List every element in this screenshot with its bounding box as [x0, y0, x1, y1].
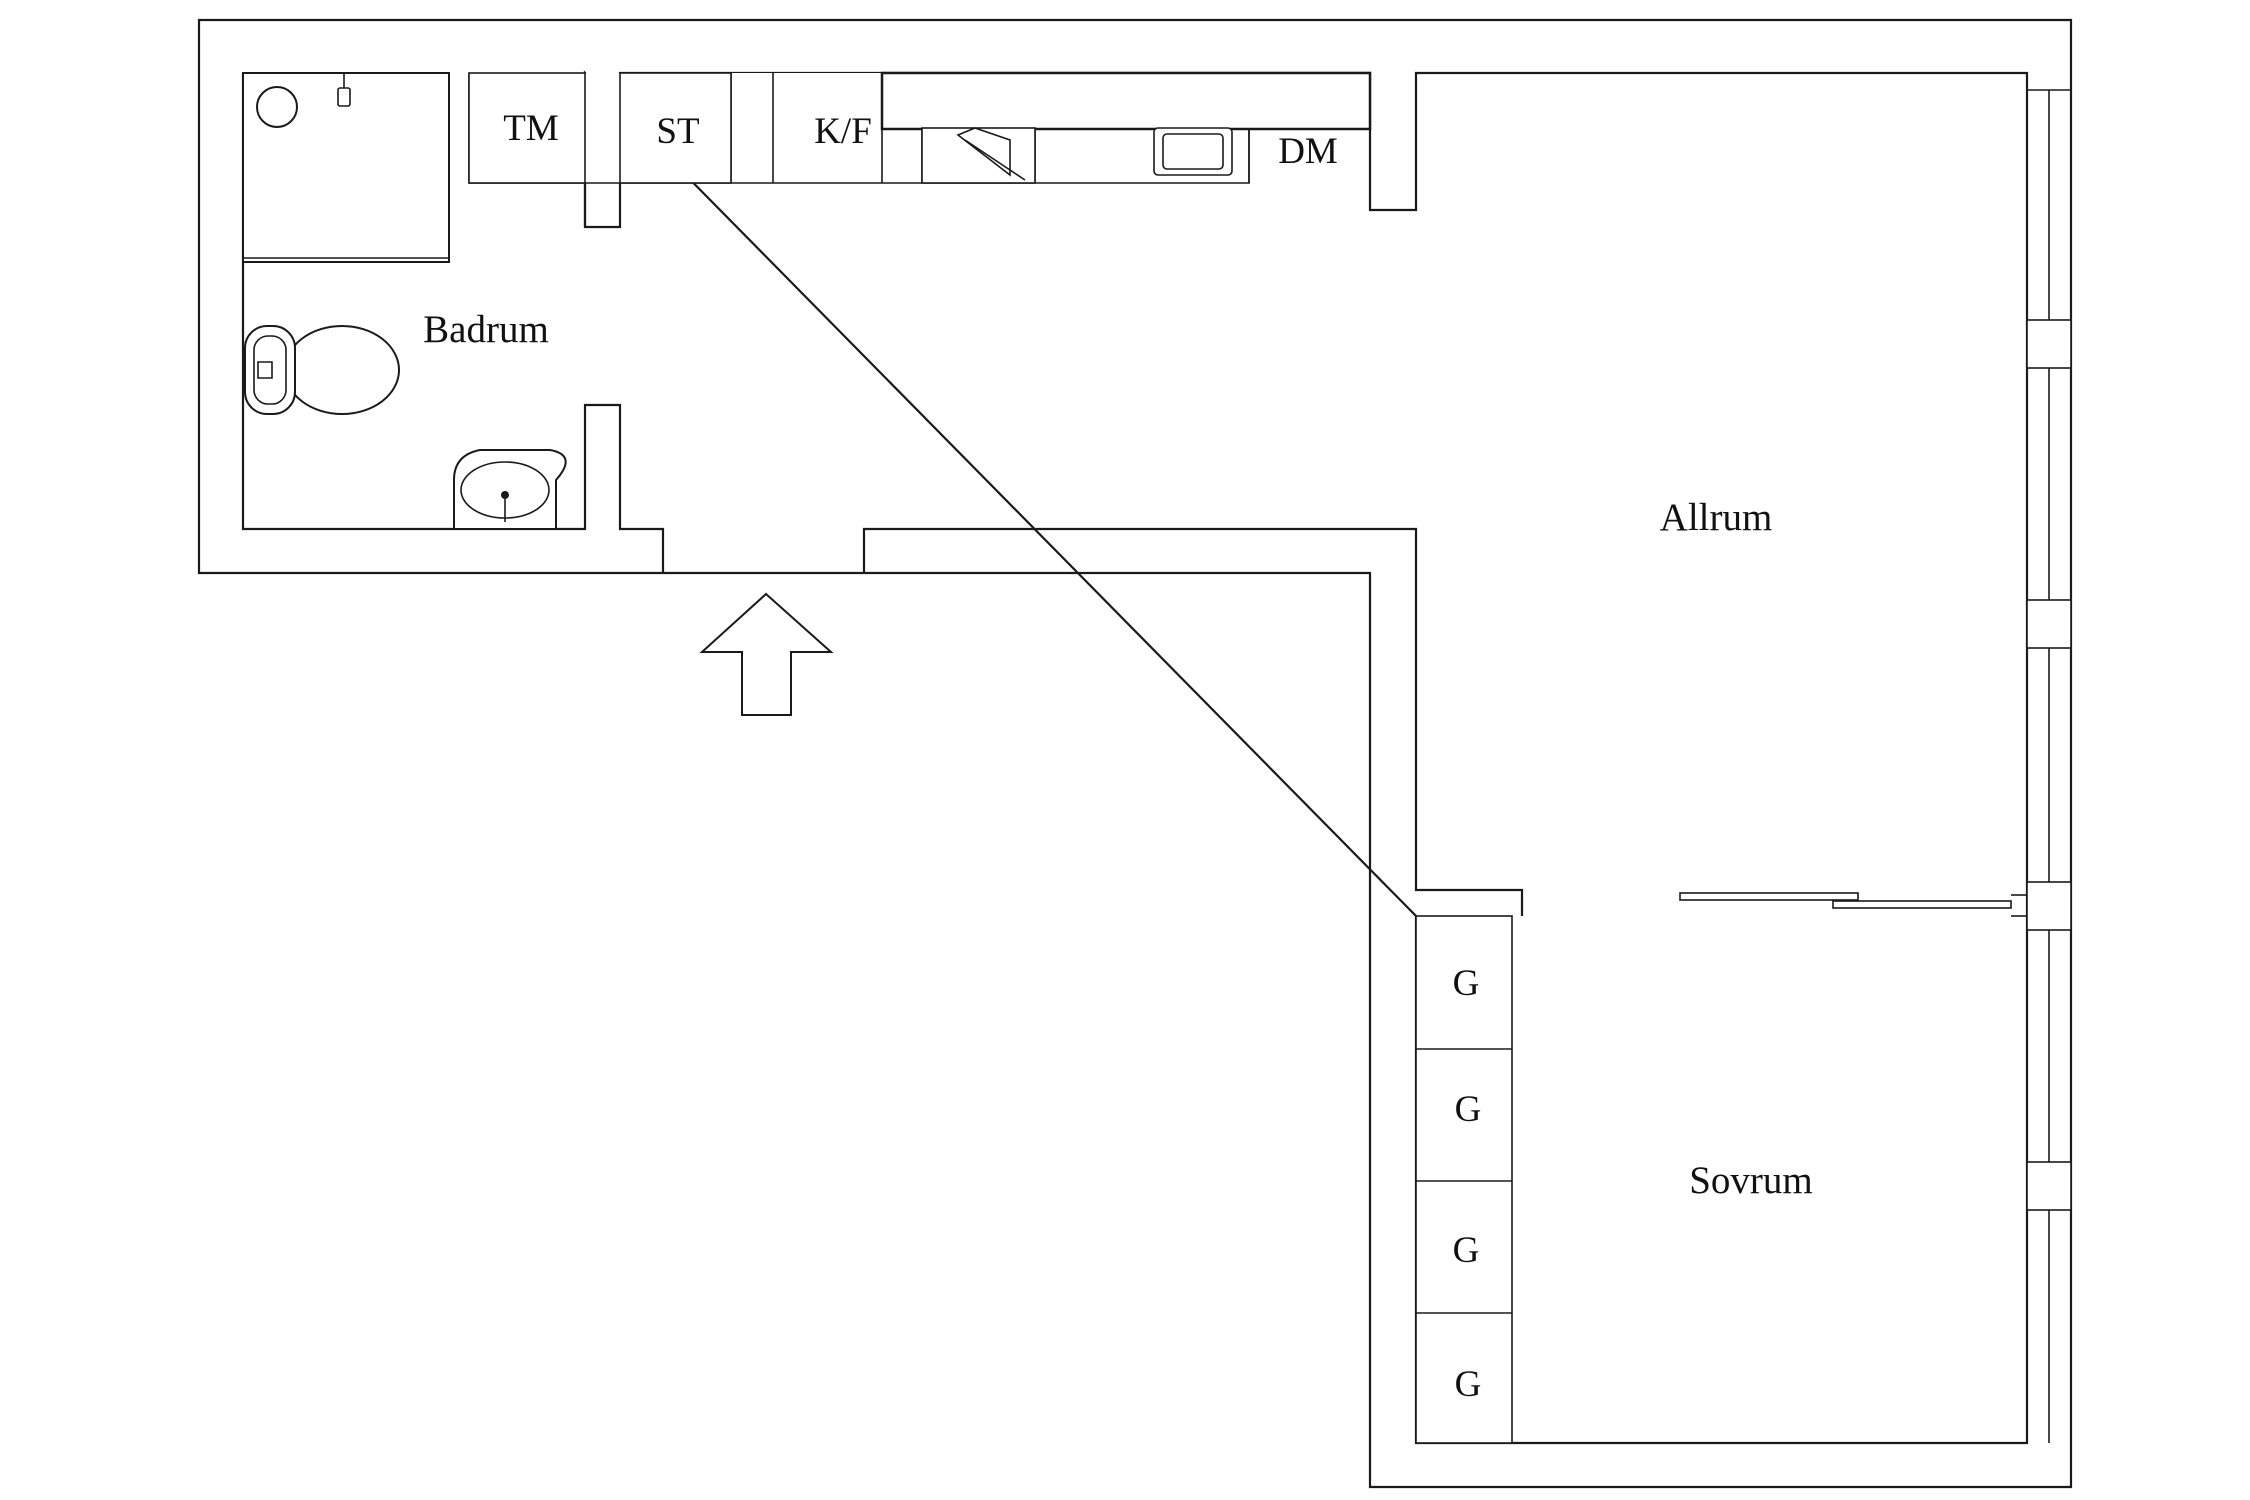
label-dishwasher: DM — [1278, 131, 1338, 172]
label-wardrobe: G — [1453, 1230, 1480, 1271]
label-wardrobe: G — [1455, 1364, 1482, 1405]
washing-machine — [468, 72, 586, 184]
inner-wall — [241, 70, 2029, 1445]
stove-icon — [921, 127, 1036, 184]
toilet-icon — [244, 325, 400, 415]
outer-wall — [197, 18, 2073, 1489]
room-label-bedroom: Sovrum — [1689, 1159, 1813, 1202]
shower-icon — [242, 72, 450, 263]
kitchen-sink-icon — [1153, 127, 1233, 176]
room-label-living: Allrum — [1660, 496, 1773, 539]
wardrobe-column — [1415, 915, 1513, 1444]
room-label-bathroom: Badrum — [423, 308, 549, 351]
windows — [2026, 89, 2072, 1443]
label-wardrobe: G — [1455, 1089, 1482, 1130]
wall-cabinet — [880, 71, 1372, 131]
sliding-door — [1679, 892, 2027, 917]
label-wardrobe: G — [1453, 963, 1480, 1004]
dryer — [619, 72, 732, 184]
entrance-arrow-icon — [699, 592, 834, 716]
label-washing-machine: TM — [503, 108, 559, 149]
washbasin-icon — [453, 449, 567, 530]
label-dryer: ST — [656, 111, 699, 152]
label-fridge-freezer: K/F — [814, 111, 872, 152]
